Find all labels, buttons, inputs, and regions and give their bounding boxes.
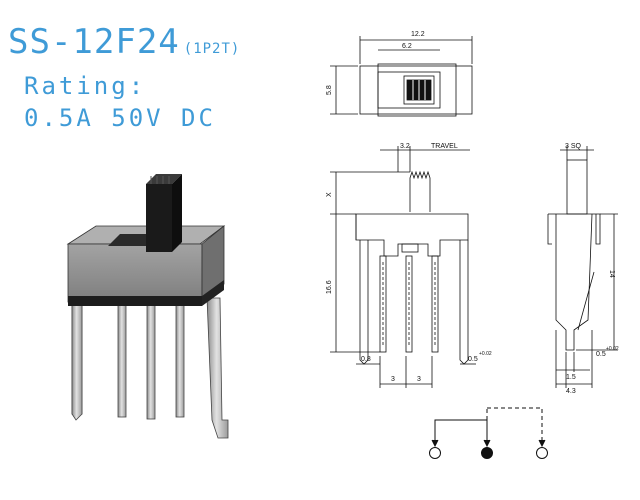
actuator-height-label: X — [326, 192, 333, 197]
side-pin-tolerance: +0.02 — [606, 346, 619, 352]
side-view-drawing — [547, 146, 618, 388]
body-height-label: 16.6 — [326, 280, 333, 294]
side-width-label: 4.3 — [566, 388, 576, 395]
pin-width-label: 0.8 — [361, 356, 371, 363]
pin-thickness-tolerance: +0.02 — [479, 351, 492, 357]
circuit-schematic — [429, 407, 548, 459]
pin-pitch-left-label: 3 — [391, 376, 395, 383]
switch-illustration — [66, 174, 229, 439]
side-height-label: 14 — [608, 270, 615, 278]
switch-pins — [71, 295, 229, 439]
common-terminal — [481, 447, 493, 459]
top-view-drawing — [330, 36, 473, 117]
top-view-height-label: 5.8 — [326, 85, 333, 95]
pole-throw-label: (1P2T) — [183, 41, 241, 57]
rating-label: Rating: — [24, 72, 147, 100]
front-view-drawing — [330, 146, 476, 388]
terminal-1 — [429, 447, 441, 459]
product-title: SS-12F24(1P2T) — [8, 22, 240, 62]
travel-value-label: 3.2 — [400, 143, 410, 150]
terminal-2 — [536, 447, 548, 459]
switch-actuator — [146, 174, 182, 252]
side-pin-thickness-label: 0.5 — [596, 351, 606, 358]
pin-thickness-label: 0.5 — [468, 356, 478, 363]
top-view-width-label: 12.2 — [411, 31, 425, 38]
side-square-label: 3 SQ — [565, 143, 582, 150]
model-number: SS-12F24 — [8, 22, 180, 62]
side-foot-label: 1.5 — [566, 374, 576, 381]
pin-pitch-right-label: 3 — [417, 376, 421, 383]
top-view-slot-label: 6.2 — [402, 43, 412, 50]
rating-value: 0.5A 50V DC — [24, 104, 216, 132]
travel-label: TRAVEL — [431, 143, 458, 150]
